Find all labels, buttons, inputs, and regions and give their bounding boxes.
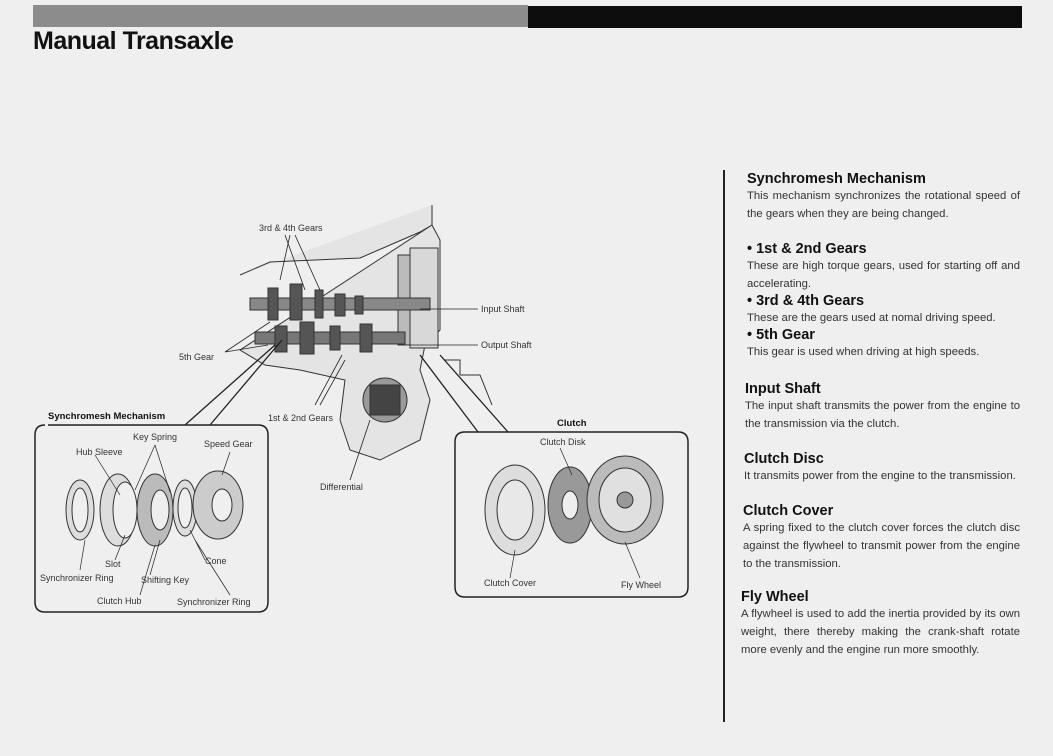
label-synchronizer-ring-left: Synchronizer Ring: [40, 573, 114, 583]
label-slot: Slot: [105, 559, 121, 569]
synchromesh-parts-illustration: [65, 470, 244, 547]
label-synchronizer-ring-right: Synchronizer Ring: [177, 597, 251, 607]
section-heading: Input Shaft: [745, 381, 821, 397]
synchromesh-title: Synchromesh Mechanism: [48, 411, 166, 422]
section-heading: Clutch Cover: [743, 503, 834, 519]
label-fly-wheel: Fly Wheel: [621, 580, 662, 590]
label-1st-2nd-gears: 1st & 2nd Gears: [268, 413, 334, 423]
section-body: The input shaft transmits the power from…: [745, 400, 1020, 430]
description-column: Synchromesh Mechanism This mechanism syn…: [741, 171, 1020, 675]
label-5th-gear: 5th Gear: [179, 352, 215, 362]
section-3rd-4th-gears: • 3rd & 4th Gears These are the gears us…: [747, 293, 1020, 327]
label-output-shaft: Output Shaft: [481, 340, 532, 350]
label-hub-sleeve: Hub Sleeve: [76, 447, 123, 457]
section-body: This mechanism synchronizes the rotation…: [747, 190, 1020, 220]
section-fly-wheel: Fly Wheel A flywheel is used to add the …: [741, 589, 1020, 659]
section-1st-2nd-gears: • 1st & 2nd Gears These are high torque …: [747, 241, 1020, 293]
section-body: These are the gears used at nomal drivin…: [747, 312, 996, 324]
section-heading: Clutch Disc: [744, 451, 824, 467]
section-clutch-disc: Clutch Disc It transmits power from the …: [744, 451, 1020, 485]
label-clutch-hub: Clutch Hub: [97, 596, 142, 606]
column-divider: [723, 170, 725, 722]
section-body: A flywheel is used to add the inertia pr…: [741, 608, 1020, 656]
section-heading: Fly Wheel: [741, 589, 809, 605]
section-body: This gear is used when driving at high s…: [747, 346, 980, 358]
clutch-parts-illustration: [484, 455, 664, 556]
label-speed-gear: Speed Gear: [204, 439, 253, 449]
label-clutch-disk: Clutch Disk: [540, 437, 586, 447]
clutch-title: Clutch: [557, 418, 587, 429]
label-key-spring: Key Spring: [133, 432, 178, 442]
section-clutch-cover: Clutch Cover A spring fixed to the clutc…: [743, 503, 1020, 573]
label-3rd-4th-gears: 3rd & 4th Gears: [259, 223, 323, 233]
label-cone: Cone: [205, 556, 227, 566]
section-input-shaft: Input Shaft The input shaft transmits th…: [745, 381, 1020, 433]
transaxle-illustration: [239, 205, 493, 461]
section-body: A spring fixed to the clutch cover force…: [743, 522, 1020, 570]
section-body: These are high torque gears, used for st…: [747, 260, 1020, 290]
section-heading: • 5th Gear: [747, 327, 815, 343]
header-bar-grey: [33, 5, 528, 27]
transaxle-diagram: [34, 205, 689, 613]
leader-lines: [184, 234, 509, 481]
label-clutch-cover: Clutch Cover: [484, 578, 537, 588]
header-bar-black: [528, 6, 1022, 28]
section-body: It transmits power from the engine to th…: [744, 470, 1016, 482]
synchromesh-callout-box: [34, 424, 269, 613]
section-heading: • 3rd & 4th Gears: [747, 293, 865, 309]
label-input-shaft: Input Shaft: [481, 304, 525, 314]
section-5th-gear: • 5th Gear This gear is used when drivin…: [747, 327, 1020, 361]
section-heading: • 1st & 2nd Gears: [747, 241, 867, 257]
section-synchromesh: Synchromesh Mechanism This mechanism syn…: [747, 171, 1020, 223]
clutch-callout-box: [454, 431, 689, 598]
page-title: Manual Transaxle: [33, 27, 234, 55]
label-shifting-key: Shifting Key: [141, 575, 190, 585]
label-differential: Differential: [320, 482, 363, 492]
section-heading: Synchromesh Mechanism: [747, 171, 926, 187]
